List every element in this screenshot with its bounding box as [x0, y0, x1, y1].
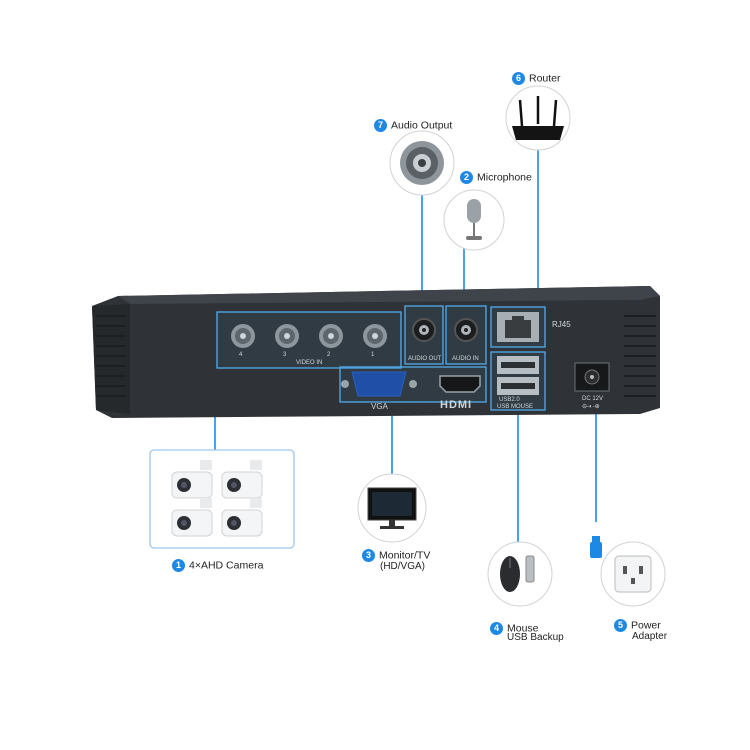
vga-port: [341, 371, 417, 397]
callout-text: Microphone: [477, 171, 532, 184]
callout-number: 6: [512, 72, 525, 85]
mouse-usb-icon: [487, 541, 553, 607]
callout-router: 6 Router: [512, 72, 561, 85]
callout-text: Monitor/TV: [379, 549, 431, 562]
callout-microphone: 2 Microphone: [460, 171, 532, 184]
power-adapter-icon: [590, 536, 666, 607]
callout-number: 1: [172, 559, 185, 572]
monitor-icon: [357, 473, 427, 543]
callout-text: Mouse: [507, 622, 539, 635]
rj45-label: RJ45: [552, 320, 571, 329]
camera-icon: [171, 460, 263, 537]
audio-out-label: AUDIO OUT: [408, 356, 442, 362]
callout-text: Audio Output: [391, 119, 453, 132]
video-in-label: VIDEO IN: [296, 360, 323, 366]
audio-out-jack: [412, 318, 436, 342]
callout-number: 5: [614, 619, 627, 632]
callout-number: 2: [460, 171, 473, 184]
bnc-number-1: 1: [371, 352, 375, 358]
callout-text: Router: [529, 72, 561, 85]
microphone-icon: [443, 189, 505, 251]
callout-number: 4: [490, 622, 503, 635]
audio-in-label: AUDIO IN: [452, 356, 479, 362]
callout-power-line2: Adapter: [632, 631, 668, 642]
callout-number: 7: [374, 119, 387, 132]
vga-label: VGA: [371, 402, 388, 411]
dvr-device: [92, 286, 660, 418]
callout-camera: 1 4×AHD Camera: [172, 559, 263, 572]
bnc-number-4: 4: [239, 352, 243, 358]
callout-mouse: 4 Mouse: [490, 622, 539, 635]
bnc-connectors: [231, 324, 387, 348]
callout-mouse-line2: USB Backup: [507, 632, 564, 643]
speaker-icon: [389, 130, 455, 196]
audio-in-jack: [454, 318, 478, 342]
dc-top-label: DC 12V: [582, 396, 604, 402]
usb-bottom-label: USB MOUSE: [497, 404, 534, 410]
dc-bottom-label: ⊖-◐-⊕: [582, 404, 600, 410]
callout-monitor: 3 Monitor/TV: [362, 549, 430, 562]
bnc-number-2: 2: [327, 352, 331, 358]
router-icon: [505, 85, 571, 151]
callout-power: 5 Power: [614, 619, 661, 632]
callout-audio-output: 7 Audio Output: [374, 119, 452, 132]
callout-text: 4×AHD Camera: [189, 559, 264, 572]
callout-text: Power: [631, 619, 661, 632]
hdmi-label: HDMI: [440, 399, 473, 411]
callout-monitor-line2: (HD/VGA): [380, 561, 425, 572]
callout-number: 3: [362, 549, 375, 562]
usb-top-label: USB2.0: [499, 397, 520, 403]
rj45-port: [497, 312, 539, 342]
dc-power-port: [574, 362, 610, 392]
usb-ports: [497, 356, 539, 395]
bnc-number-3: 3: [283, 352, 287, 358]
hdmi-port: [439, 375, 481, 393]
camera-group: [149, 449, 295, 549]
